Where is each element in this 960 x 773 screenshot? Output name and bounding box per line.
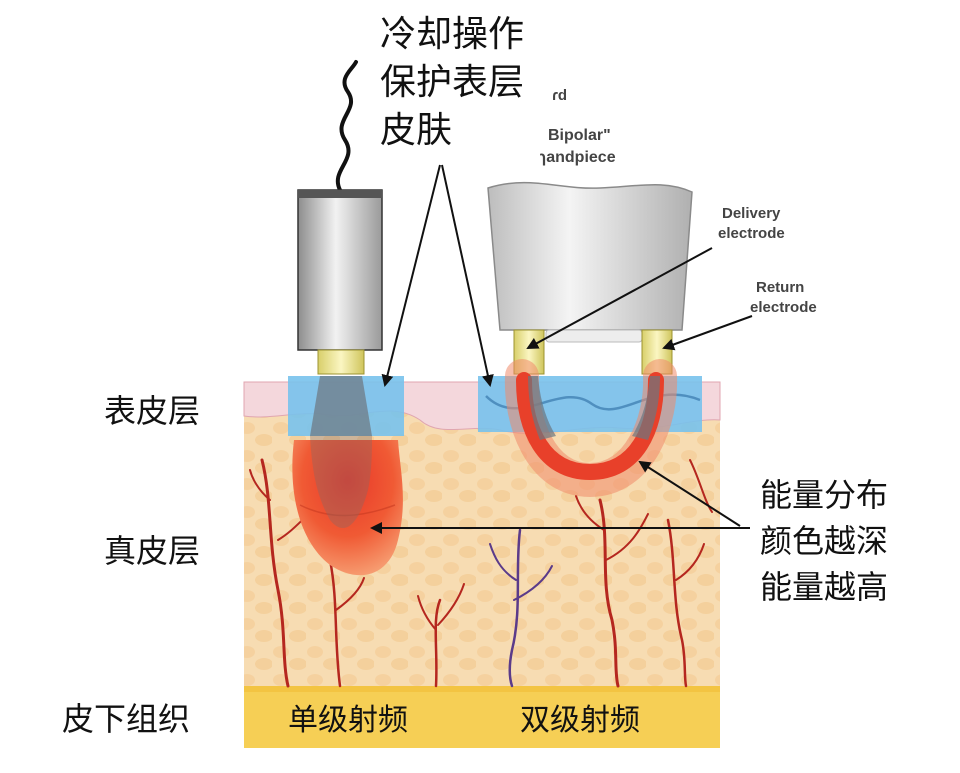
label-bipolar-2: ɿandpiece [540, 149, 616, 166]
label-cooling-1: 冷却操作 [380, 14, 524, 55]
label-cooling-3: 皮肤 [380, 110, 452, 151]
text-labels: 冷却操作 保护表层 皮肤 ɾd Bipolar" ɿandpiece Deliv… [62, 14, 888, 738]
monopolar-energy-zone [292, 440, 403, 576]
bipolar-energy [478, 359, 702, 498]
label-subcutaneous: 皮下组织 [62, 700, 190, 738]
label-epidermis: 表皮层 [104, 392, 200, 430]
bipolar-body [487, 181, 693, 331]
label-energy-3: 能量越高 [760, 568, 888, 606]
monopolar-electrode [317, 349, 365, 375]
label-delivery-1: Delivery [722, 205, 781, 222]
label-dermis: 真皮层 [104, 532, 200, 570]
label-energy-1: 能量分布 [760, 476, 888, 514]
label-monopolar-rf: 单级射频 [288, 703, 408, 738]
blood-vessels [249, 458, 713, 688]
label-energy-2: 颜色越深 [760, 522, 888, 560]
cable [335, 60, 358, 192]
monopolar-handpiece [297, 60, 383, 375]
bipolar-handpiece [487, 181, 693, 375]
label-bipolar-rf: 双级射频 [520, 703, 640, 738]
label-bipolar-1: Bipolar" [548, 127, 611, 144]
label-cooling-2: 保护表层 [380, 62, 524, 103]
label-return-2: electrode [750, 299, 817, 316]
label-return-1: Return [756, 279, 804, 296]
label-delivery-2: electrode [718, 225, 785, 242]
monopolar-body [297, 189, 383, 351]
arrows [370, 164, 753, 534]
label-cropped: ɾd [552, 87, 567, 104]
subcutaneous-layer [244, 686, 720, 748]
